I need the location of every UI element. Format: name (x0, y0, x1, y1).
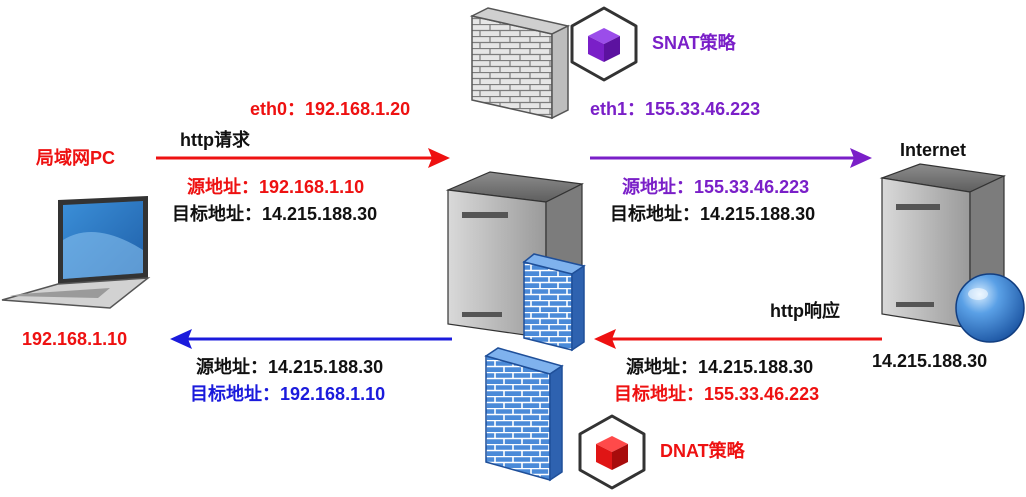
globe-icon (955, 273, 1025, 343)
http-response-label: http响应 (770, 301, 840, 321)
http-request-label: http请求 (180, 130, 250, 150)
arrow-response-left (170, 329, 452, 349)
lan-pc-ip: 192.168.1.10 (22, 329, 128, 349)
request-right-dst: 目标地址：14.215.188.30 (610, 204, 816, 224)
lan-pc-label: 局域网PC (36, 148, 116, 168)
eth1-label: eth1：155.33.46.223 (590, 99, 761, 119)
arrow-response-right (594, 329, 882, 349)
dnat-cube-icon (578, 414, 646, 490)
laptop-icon (1, 196, 151, 309)
response-right-dst: 目标地址：155.33.46.223 (614, 384, 820, 404)
arrow-request-right (590, 148, 872, 168)
arrow-request-left (156, 148, 450, 168)
eth0-label: eth0：192.168.1.20 (250, 99, 411, 119)
internet-ip: 14.215.188.30 (872, 351, 988, 371)
request-left-dst: 目标地址：14.215.188.30 (172, 204, 378, 224)
response-left-src: 源地址：14.215.188.30 (196, 357, 384, 377)
snat-label: SNAT策略 (652, 33, 736, 53)
request-right-src: 源地址：155.33.46.223 (622, 177, 810, 197)
response-right-src: 源地址：14.215.188.30 (626, 357, 814, 377)
request-left-src: 源地址：192.168.1.10 (187, 177, 365, 197)
snat-cube-icon (570, 6, 638, 82)
firewall-blue-small-icon (522, 253, 586, 352)
internet-label: Internet (900, 140, 967, 160)
dnat-label: DNAT策略 (660, 441, 745, 461)
response-left-dst: 目标地址：192.168.1.10 (190, 384, 386, 404)
firewall-gray-icon (469, 7, 571, 120)
firewall-blue-icon (484, 347, 564, 482)
